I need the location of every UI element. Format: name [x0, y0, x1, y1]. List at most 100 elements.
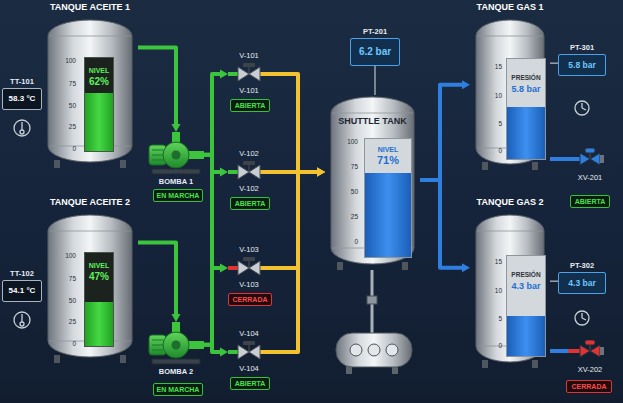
valve-tag-line: V-101	[228, 52, 270, 60]
manifold-pipe	[212, 170, 213, 270]
instrument-value-line: 4.3 bar	[559, 279, 605, 288]
valve-shape-part	[243, 63, 255, 67]
tank-title-line: TANQUE GAS 1	[470, 3, 550, 12]
valve-tag: V-101	[239, 51, 259, 60]
pipe	[204, 155, 221, 172]
valve-shape-part	[228, 350, 239, 354]
status-text: CERRADA	[572, 383, 607, 390]
shuttle-tank: SHUTTLE TANKNIVEL71%	[325, 95, 420, 270]
level-value-line: 62%	[85, 77, 113, 87]
manifold-pipe-part	[210, 170, 214, 270]
flow-arrow	[462, 263, 470, 272]
scale-number: 75	[52, 276, 76, 283]
pipe	[204, 268, 221, 345]
gauge-icon-part	[575, 311, 589, 325]
status-text-line: ABIERTA	[231, 380, 269, 387]
valve-tag: V-103	[239, 245, 259, 254]
valve-tag-line: XV-202	[568, 366, 612, 374]
valve-shape-part	[580, 345, 590, 357]
scale-number: 15	[478, 259, 502, 266]
valve-tag: V-104	[239, 364, 259, 373]
valve-shape-part	[238, 261, 249, 275]
scale-number: 100	[334, 139, 358, 146]
flow-arrow	[220, 168, 228, 177]
scale-number: 5	[478, 316, 502, 323]
pump-shape-part	[172, 322, 180, 332]
tank-shape-part	[49, 231, 131, 232]
valve-shape	[228, 256, 270, 280]
valve-shape-part	[243, 341, 255, 345]
instrument-value: 4.3 bar	[568, 278, 595, 288]
level-label-line: NIVEL	[85, 262, 113, 269]
gauge-icon-part	[582, 108, 586, 110]
valve-shape	[568, 340, 612, 362]
valve-shape	[228, 62, 270, 86]
pump-shape-part	[152, 345, 163, 346]
status-text: CERRADA	[233, 296, 268, 303]
status-badge: EN MARCHA	[153, 383, 203, 396]
tank-shape-part	[482, 360, 488, 368]
flow-arrow	[172, 124, 181, 132]
pipe	[420, 180, 463, 268]
thermometer-icon-part	[21, 122, 22, 130]
gas-tank: TANQUE GAS 2PRESIÓN4.3 bar	[470, 198, 550, 368]
scale-number: 0	[478, 343, 502, 350]
temperature-transmitter: TT-10158.3 °C	[2, 78, 42, 110]
valve-tag: XV-201	[578, 173, 603, 182]
valve-shape-part	[228, 266, 239, 270]
scale-number: 50	[334, 189, 358, 196]
instrument-tag: PT-301	[570, 43, 594, 52]
scale-number: 10	[478, 93, 502, 100]
drain-vessel	[336, 270, 412, 374]
signal-line	[550, 62, 558, 64]
valve-shape-part	[243, 257, 255, 261]
status-text: ABIERTA	[235, 102, 266, 109]
pressure-label: PRESIÓN	[511, 271, 540, 278]
valve-shape-part	[600, 347, 604, 355]
instrument-value: 6.2 bar	[359, 46, 391, 57]
level-value-line: 47%	[85, 272, 113, 282]
pipe	[138, 48, 176, 125]
status-text: ABIERTA	[235, 380, 266, 387]
tank-shape-part	[48, 20, 132, 162]
flow-arrow	[317, 168, 325, 177]
pump-name: BOMBA 1	[159, 177, 193, 186]
scale-number: 25	[334, 214, 358, 221]
valve-shape	[228, 340, 270, 364]
tank-title: TANQUE GAS 2	[477, 197, 544, 207]
valve-shape-part	[248, 66, 250, 74]
pipe	[270, 172, 318, 268]
valve-shape-part	[585, 148, 595, 153]
flow-arrow	[220, 264, 228, 273]
level-indicator: NIVEL71%	[364, 138, 412, 258]
pipe	[270, 74, 318, 172]
valve-shape-part	[568, 349, 580, 353]
status-badge: ABIERTA	[230, 377, 270, 390]
thermometer-icon-part	[14, 120, 30, 136]
scale-number: 75	[334, 164, 358, 171]
status-text-line: EN MARCHA	[154, 192, 202, 199]
status-badge: CERRADA	[228, 293, 272, 306]
valve-tag: V-102	[239, 149, 259, 158]
status-text: EN MARCHA	[157, 192, 200, 199]
instrument-tag-line: TT-102	[2, 270, 42, 278]
flow-arrow	[317, 168, 325, 177]
valve-tag: V-101	[239, 86, 259, 95]
status-badge: EN MARCHA	[153, 189, 203, 202]
pump-shape-part	[152, 150, 163, 151]
pressure-label: PRESIÓN	[511, 74, 540, 81]
valve-shape-part	[585, 340, 595, 345]
level-fill	[85, 302, 113, 346]
pump-shape-part	[152, 340, 163, 341]
tank-title: TANQUE GAS 1	[477, 2, 544, 12]
valve-tag-line: V-101	[228, 87, 270, 95]
thermometer-icon-part	[20, 130, 24, 134]
pump: BOMBA 1	[148, 132, 204, 189]
scale-number: 25	[52, 124, 76, 131]
drain-vessel-part	[350, 344, 362, 356]
valve-shape-part	[228, 170, 239, 174]
tank-shape-part	[48, 215, 132, 357]
status-text: ABIERTA	[235, 200, 266, 207]
tank-title-line: TANQUE GAS 2	[470, 198, 550, 207]
gauge-icon-part	[581, 103, 582, 108]
